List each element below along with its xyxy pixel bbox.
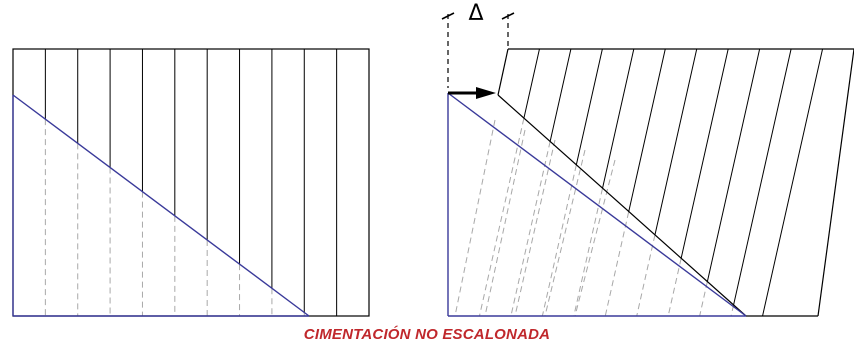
inner-dashed-line	[484, 129, 526, 317]
diagonal-line	[12, 94, 310, 317]
sheared-column-line	[680, 48, 729, 259]
sheared-column-dashed	[541, 164, 577, 317]
sheared-column-dashed	[667, 258, 682, 317]
inner-dashed-line	[514, 139, 556, 317]
sheared-column-line	[523, 48, 540, 119]
inner-dashed-line	[574, 159, 616, 317]
sheared-column-dashed	[573, 188, 603, 317]
delta-tick-right	[501, 12, 515, 20]
inner-dashed-line	[454, 119, 496, 317]
shift-arrow-head	[476, 87, 496, 99]
sheared-column-dashed	[636, 234, 656, 317]
sheared-column-line	[601, 48, 635, 189]
delta-tick-left	[441, 12, 455, 20]
block-outline	[12, 48, 370, 317]
sheared-column-line	[549, 48, 572, 142]
delta-label: Δ	[468, 1, 483, 26]
sheared-column-line	[654, 48, 698, 236]
sheared-column-dashed	[478, 118, 525, 317]
sheared-column-dashed	[699, 281, 708, 317]
sheared-column-dashed	[604, 211, 630, 317]
diagonal-line	[447, 92, 747, 317]
upper-left-slant	[497, 48, 509, 96]
sheared-column-line	[706, 48, 761, 283]
sheared-column-line	[762, 48, 824, 317]
inner-dashed-line	[544, 149, 586, 317]
upper-slanted-edge	[497, 94, 747, 317]
left-panel	[12, 48, 370, 317]
sheared-column-line	[733, 48, 792, 306]
sheared-column-dashed	[510, 141, 551, 317]
figure-caption: CIMENTACIÓN NO ESCALONADA	[303, 326, 551, 343]
delta-annotation: Δ	[441, 1, 515, 88]
sheared-column-line	[628, 48, 666, 213]
right-edge	[817, 48, 854, 317]
sheared-column-line	[575, 48, 603, 166]
right-panel	[447, 48, 854, 317]
